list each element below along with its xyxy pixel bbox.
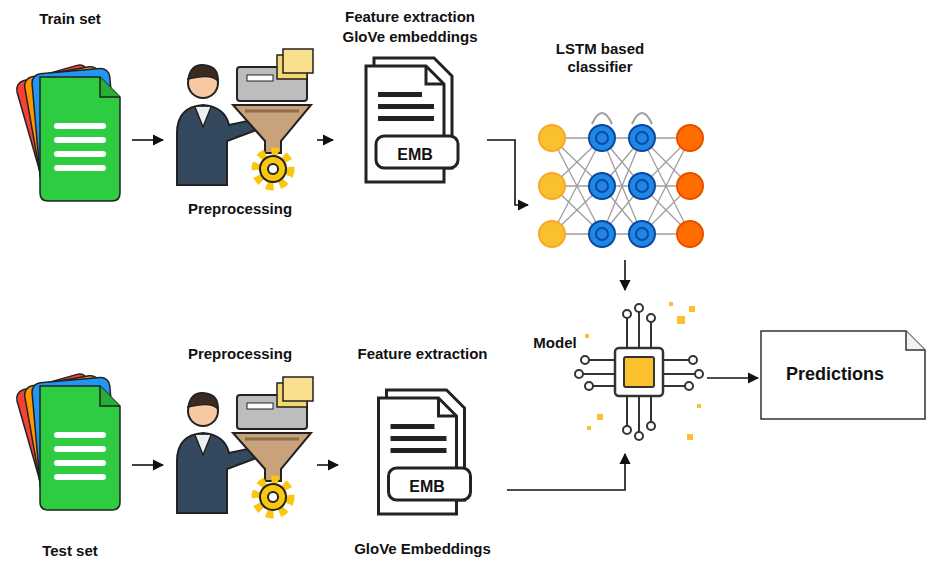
step-label: GloVe embeddings — [335, 28, 485, 46]
flow-arrow — [507, 454, 625, 490]
preprocessing-icon — [165, 373, 315, 523]
output-label: Predictions — [760, 364, 910, 386]
flow-arrow — [317, 464, 338, 466]
emb-badge: EMB — [374, 145, 456, 164]
step-label: Preprocessing — [165, 200, 315, 218]
step-label: Feature extraction — [335, 8, 485, 26]
step-label: GloVe Embeddings — [340, 540, 505, 558]
model-chip: Model — [525, 292, 705, 452]
preprocessing-icon: Preprocessing — [165, 45, 315, 225]
embedding-icon — [335, 58, 485, 188]
dataset-label: Test set — [10, 542, 130, 560]
predictions-document: Predictions — [760, 330, 926, 420]
lstm-network — [530, 98, 710, 258]
model-chip — [577, 294, 705, 450]
embedding-icon: Feature extractionEMB GloVe Embeddings — [340, 345, 505, 565]
flow-arrow — [317, 139, 333, 141]
embedding-icon: Feature extractionGloVe embeddingsEMB — [335, 8, 485, 190]
flow-arrow — [624, 260, 626, 290]
preprocessing-icon — [165, 45, 315, 195]
step-label: Preprocessing — [165, 345, 315, 363]
test-set-icon — [10, 362, 130, 522]
train-set-icon: Train set — [10, 8, 130, 213]
flow-arrow — [707, 377, 758, 379]
step-label: Feature extraction — [340, 345, 505, 363]
dataset-label: Train set — [10, 10, 130, 28]
model-label: Model — [525, 334, 585, 352]
classifier-label: LSTM based classifier — [540, 40, 660, 76]
preprocessing-icon: Preprocessing — [165, 345, 315, 525]
flow-arrow — [132, 464, 163, 466]
emb-badge: EMB — [386, 477, 468, 496]
lstm-network: LSTM based classifier — [530, 40, 710, 258]
test-set-icon: Test set — [10, 370, 130, 565]
train-set-icon — [10, 53, 130, 213]
flow-arrow — [132, 139, 163, 141]
embedding-icon — [340, 390, 505, 520]
flow-arrow — [487, 140, 528, 205]
